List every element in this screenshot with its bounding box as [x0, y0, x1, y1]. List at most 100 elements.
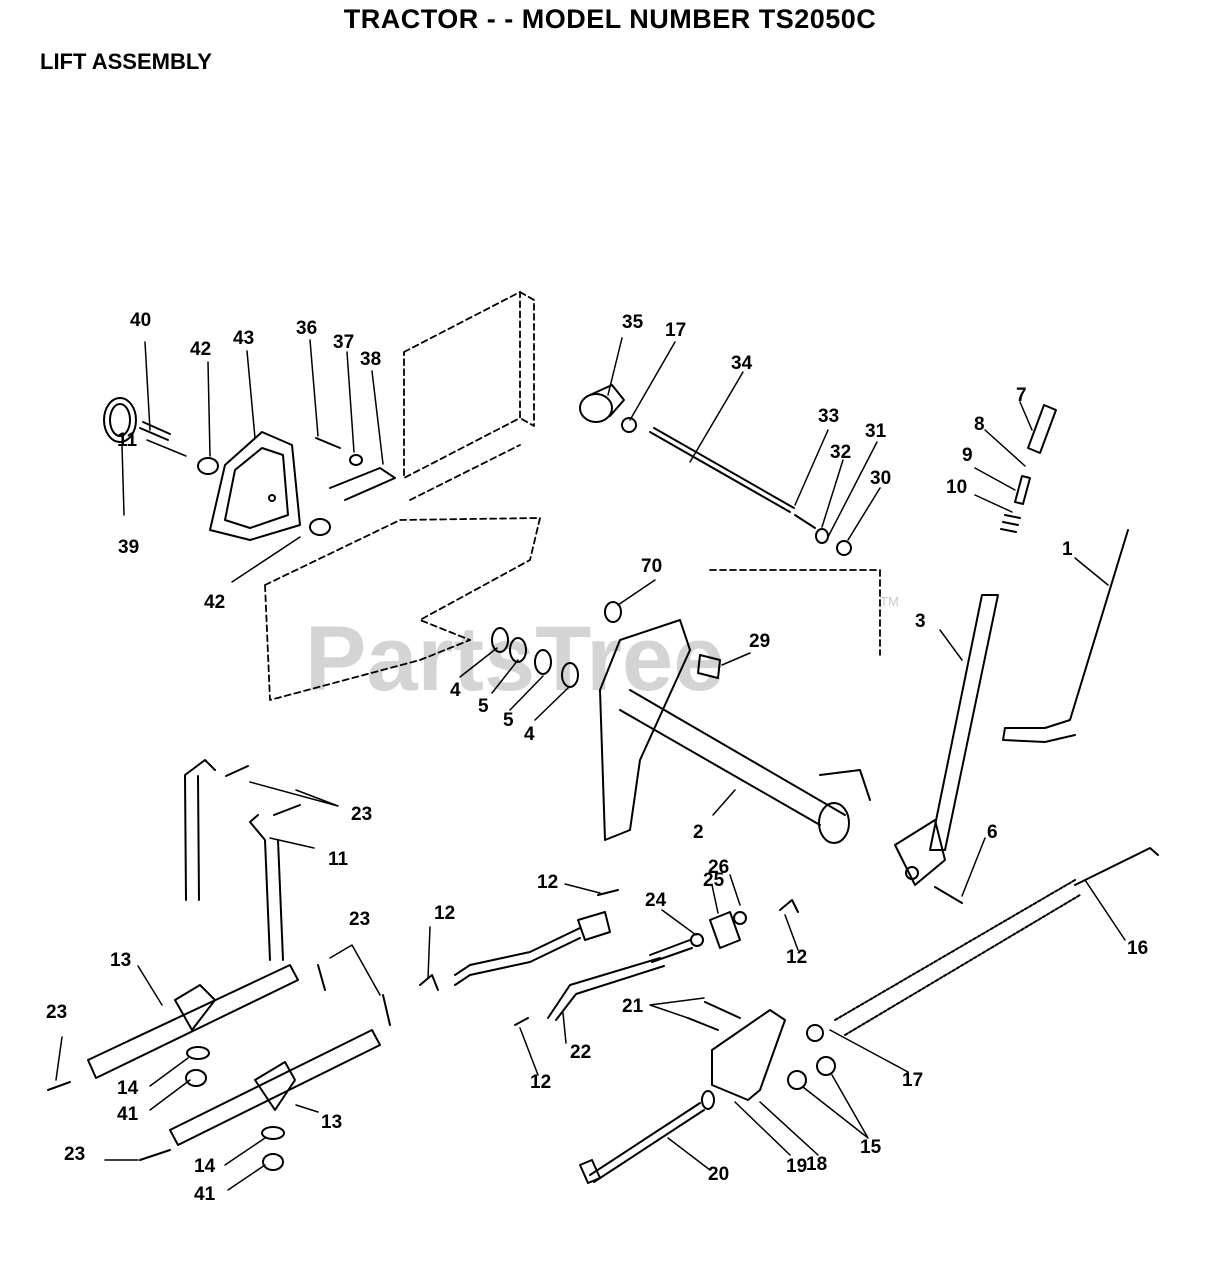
diagram-title: TRACTOR - - MODEL NUMBER TS2050C [343, 4, 877, 34]
watermark: PartsTree [305, 608, 724, 710]
washer-37 [349, 454, 363, 466]
callout-13b: 13 [321, 1112, 342, 1133]
callout-12a: 12 [434, 903, 455, 924]
callout-43: 43 [233, 328, 254, 349]
callout-8: 8 [974, 414, 985, 435]
clip-12d [779, 899, 799, 913]
plate-43 [209, 431, 301, 541]
callout-32: 32 [830, 442, 851, 463]
callout-3: 3 [915, 611, 926, 632]
callout-42-lower: 42 [204, 592, 225, 613]
callout-13a: 13 [110, 950, 131, 971]
callout-18: 18 [806, 1154, 827, 1175]
callout-14b: 14 [194, 1156, 216, 1177]
callout-23c: 23 [46, 1002, 67, 1023]
pin-23a [225, 765, 249, 777]
shaft-2 [619, 689, 846, 826]
clip-38 [329, 467, 396, 501]
link-rod-upper [454, 927, 581, 986]
bracket-18 [711, 1009, 786, 1101]
nut-30 [836, 540, 852, 556]
callout-12c: 12 [786, 947, 807, 968]
bracket-2 [599, 619, 691, 841]
callout-40: 40 [130, 310, 151, 331]
callout-20: 20 [708, 1164, 729, 1185]
callout-31: 31 [865, 421, 887, 442]
bolt-40 [139, 421, 171, 441]
lift-rod-1 [1002, 529, 1129, 743]
bolt-20 [589, 1102, 705, 1183]
callout-29: 29 [749, 631, 770, 652]
callout-23a: 23 [351, 804, 372, 825]
callout-1: 1 [1062, 539, 1073, 560]
knob-ring-39 [103, 397, 137, 443]
leader-lines [55, 337, 1126, 1191]
nut-17-top [621, 417, 637, 433]
threaded-rod-34 [649, 427, 795, 513]
callout-11a: 11 [117, 430, 138, 451]
callout-39: 39 [118, 537, 139, 558]
callout-17: 17 [665, 320, 686, 341]
bolts-21 [687, 1001, 741, 1031]
washer-5b [534, 649, 552, 675]
snap-ring-4a [491, 627, 509, 653]
nut-41a [185, 1069, 207, 1087]
callout-41b: 41 [194, 1184, 216, 1205]
yoke [577, 911, 611, 941]
screw-36 [315, 437, 341, 449]
callout-4b: 4 [524, 724, 535, 745]
clip-12b [597, 889, 619, 896]
fitting-29 [697, 654, 721, 679]
callout-25: 25 [703, 870, 725, 891]
callout-41a: 41 [117, 1104, 139, 1125]
bolt-6 [934, 886, 963, 904]
lift-handle-3 [929, 594, 999, 851]
clip-12c [514, 1017, 529, 1026]
callout-34: 34 [731, 353, 753, 374]
assembly-name: LIFT ASSEMBLY [40, 49, 212, 74]
callout-16: 16 [1127, 938, 1148, 959]
callout-24: 24 [645, 890, 667, 911]
lift-link-13a [87, 964, 299, 1079]
spring-16 [834, 879, 1081, 1036]
washer-31 [815, 528, 829, 544]
rod-22 [547, 957, 665, 1021]
washer-14b [261, 1126, 285, 1140]
nut-24 [690, 933, 704, 947]
callout-12d: 12 [530, 1072, 551, 1093]
callout-15: 15 [860, 1137, 882, 1158]
lift-link-13b [169, 1029, 381, 1146]
nut-17-bottom [806, 1024, 824, 1042]
thread-22 [649, 939, 693, 963]
pin-23b [273, 804, 301, 816]
callout-23b: 23 [349, 909, 370, 930]
grip-7 [1027, 404, 1057, 454]
nut-41b [262, 1153, 284, 1171]
callout-38: 38 [360, 349, 381, 370]
callout-35: 35 [622, 312, 644, 333]
callout-7: 7 [1016, 385, 1027, 406]
callout-5b: 5 [503, 710, 514, 731]
spring-32 [794, 514, 816, 529]
snap-ring-4b [561, 662, 579, 688]
rod-11a [184, 759, 216, 901]
callout-19: 19 [786, 1156, 807, 1177]
callout-2: 2 [693, 822, 704, 843]
washer-19 [701, 1090, 715, 1110]
washer-70 [604, 601, 622, 623]
callout-70: 70 [641, 556, 662, 577]
callout-6: 6 [987, 822, 998, 843]
washer-42-top [197, 457, 219, 475]
callout-17-lower: 17 [902, 1070, 923, 1091]
callout-21: 21 [622, 996, 644, 1017]
callout-12b: 12 [537, 872, 558, 893]
callout-9: 9 [962, 445, 973, 466]
spring-10 [1000, 514, 1021, 533]
pin-23f [139, 1149, 171, 1161]
watermark-tm: TM [880, 594, 899, 609]
callout-labels: 40 42 43 36 37 38 39 42 35 17 34 33 32 3… [46, 310, 1148, 1205]
rod-11b [249, 814, 284, 961]
callout-4a: 4 [450, 680, 461, 701]
washer-42-bottom [309, 518, 331, 536]
